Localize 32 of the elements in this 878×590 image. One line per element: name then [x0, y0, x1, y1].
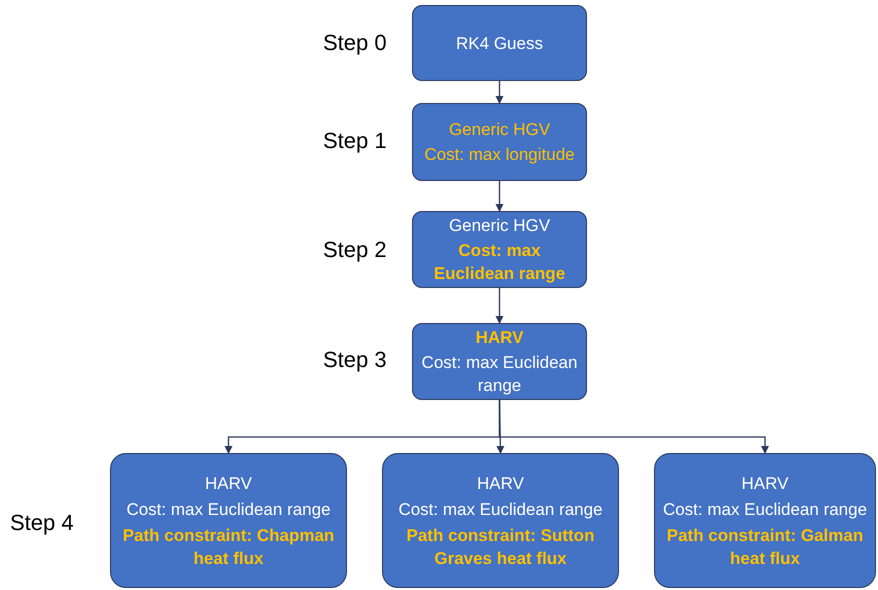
step-label: Step 3	[323, 347, 387, 373]
process-box	[412, 103, 587, 181]
process-box	[654, 453, 876, 588]
step-label: Step 2	[323, 237, 387, 263]
box-text: Cost: max Euclidean range	[398, 498, 603, 520]
box-text: RK4 Guess	[456, 32, 543, 54]
box-text: Cost: max Euclidean range	[420, 352, 578, 397]
process-box	[412, 211, 587, 288]
step-label: Step 1	[323, 128, 387, 154]
process-box	[412, 323, 587, 400]
step-label: Step 0	[323, 30, 387, 56]
box-text: Cost: max Euclidean range	[432, 240, 566, 285]
box-text: Cost: max longitude	[424, 144, 575, 166]
arrow	[496, 81, 504, 104]
arrow	[496, 288, 504, 324]
arrow	[496, 181, 504, 212]
process-box	[382, 453, 619, 588]
box-text: HARV	[477, 472, 524, 494]
arrow	[498, 400, 769, 454]
step-label: Step 4	[10, 510, 74, 536]
box-text: Generic HGV	[448, 215, 550, 237]
box-text: Generic HGV	[448, 119, 550, 141]
box-text: Cost: max Euclidean range	[662, 498, 868, 520]
box-text: Path constraint: Chapman heat flux	[122, 524, 336, 570]
box-text: HARV	[476, 327, 524, 349]
box-text: Path constraint: Sutton Graves heat flux	[406, 524, 596, 570]
box-text: HARV	[742, 472, 788, 494]
box-text: Cost: max Euclidean range	[126, 498, 331, 520]
box-text: Path constraint: Galman heat flux	[666, 524, 864, 570]
process-box	[110, 453, 347, 588]
box-text: HARV	[205, 472, 252, 494]
process-box	[412, 5, 587, 81]
